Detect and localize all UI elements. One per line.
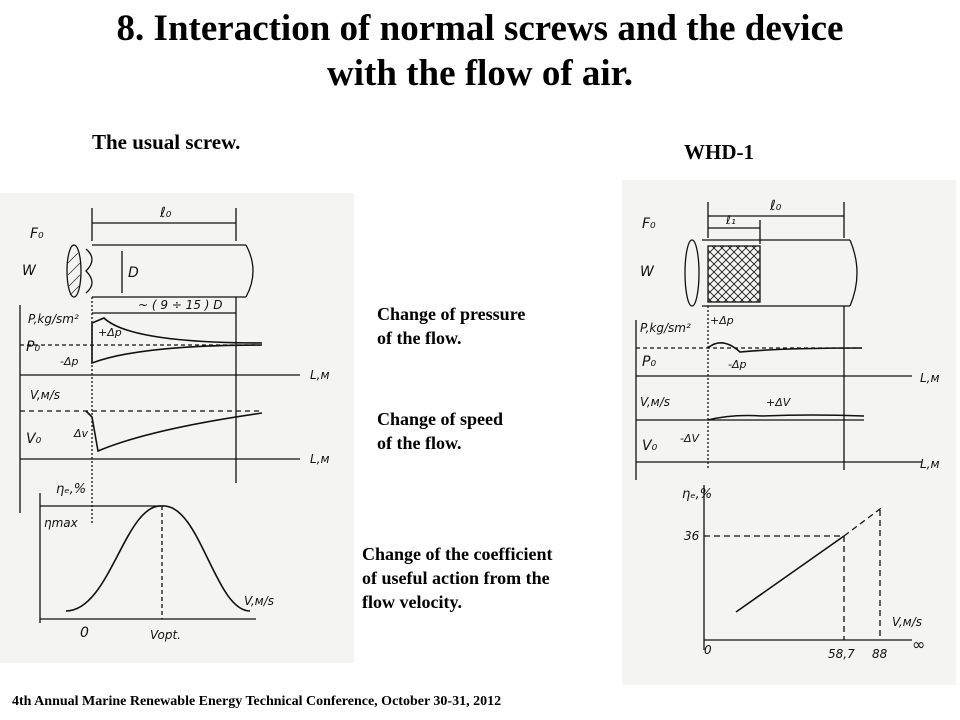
- d-label: D: [128, 265, 139, 281]
- pipe-right-end: [849, 239, 858, 307]
- origin-label: 0: [80, 625, 89, 641]
- pipe-right-end: [245, 244, 254, 298]
- pressure-axis-label: P,kg/sm²: [28, 312, 79, 326]
- note-speed-line1: Change of speed: [377, 409, 504, 429]
- note-pressure-line1: Change of pressure: [377, 304, 526, 324]
- note-coef-line2: of useful action from the: [362, 568, 550, 588]
- v-axis-label: V,м/s: [892, 615, 922, 629]
- usual-screw-svg: ℓ₀ F₀ W D ~ ( 9 ÷ 15 ) D P,kg/sm² +Δp -Δ…: [19, 205, 330, 642]
- eta-max-label: ηmax: [44, 516, 79, 530]
- pressure-curve: [91, 317, 263, 345]
- note-pressure-line2: of the flow.: [377, 328, 462, 348]
- p0-label: P₀: [26, 339, 40, 355]
- f0-label: F₀: [642, 216, 656, 232]
- minus-dv-label: -ΔV: [680, 432, 700, 445]
- tick-36-label: 36: [684, 529, 700, 543]
- efficiency-extension: [843, 505, 885, 537]
- minus-dp-label: -Δp: [728, 358, 746, 371]
- pipe-inlet: [66, 244, 82, 298]
- slide-title-line1: 8. Interaction of normal screws and the …: [116, 8, 844, 49]
- slide-title-line2: with the flow of air.: [327, 53, 633, 94]
- l-axis-label-1: L,м: [310, 368, 330, 382]
- note-coefficient: Change of the coefficient of useful acti…: [362, 542, 552, 614]
- pressure-curve-lower: [91, 344, 263, 365]
- speed-curve: [85, 410, 263, 453]
- l1-label: ℓ₁: [725, 213, 736, 227]
- l-axis-label-2: L,м: [310, 452, 330, 466]
- w-label: W: [22, 263, 37, 279]
- note-speed-line2: of the flow.: [377, 433, 462, 453]
- tick-88-label: 88: [872, 647, 888, 661]
- ratio-label: ~ ( 9 ÷ 15 ) D: [138, 298, 223, 312]
- note-pressure: Change of pressure of the flow.: [377, 302, 525, 350]
- whd1-svg: F₀ W ℓ₁ ℓ₀ P,kg/sm² +Δp -Δp P₀ L,м V,м/s…: [635, 198, 940, 661]
- l-axis-label-2: L,м: [920, 457, 940, 471]
- pressure-curve: [707, 342, 863, 353]
- right-label: WHD-1: [684, 140, 754, 164]
- dv-label: Δv: [73, 427, 89, 440]
- minus-dp-label: -Δp: [60, 355, 78, 368]
- eta-axis-label: ηₑ,%: [56, 482, 86, 497]
- device-mesh-block: [707, 245, 761, 303]
- speed-axis-label: V,м/s: [640, 395, 670, 409]
- speed-curve: [707, 414, 865, 421]
- left-label: The usual screw.: [92, 130, 241, 154]
- v-axis-label: V,м/s: [244, 594, 274, 608]
- l-axis-label-1: L,м: [920, 371, 940, 385]
- whd1-diagram: F₀ W ℓ₁ ℓ₀ P,kg/sm² +Δp -Δp P₀ L,м V,м/s…: [622, 180, 956, 685]
- efficiency-line: [735, 535, 845, 613]
- plus-dp-label: +Δp: [98, 326, 122, 339]
- note-speed: Change of speed of the flow.: [377, 407, 503, 455]
- conference-footer: 4th Annual Marine Renewable Energy Techn…: [12, 694, 502, 709]
- pressure-axis-label: P,kg/sm²: [640, 321, 691, 335]
- plus-dv-label: +ΔV: [766, 396, 792, 409]
- origin-label: 0: [704, 643, 712, 657]
- pipe-inlet: [684, 239, 700, 307]
- v0-label: V₀: [26, 431, 42, 447]
- w-label: W: [640, 264, 655, 280]
- tick-587-label: 58,7: [828, 647, 855, 661]
- propeller-icon: [85, 248, 93, 294]
- note-coef-line1: Change of the coefficient: [362, 544, 553, 564]
- v0-label: V₀: [642, 438, 658, 454]
- l0-label: ℓ₀: [769, 198, 782, 214]
- plus-dp-label: +Δp: [710, 314, 734, 327]
- eta-axis-label: ηₑ,%: [682, 487, 712, 502]
- speed-axis-label: V,м/s: [30, 388, 60, 402]
- p0-label: P₀: [642, 354, 656, 370]
- l0-label: ℓ₀: [159, 205, 172, 221]
- note-coef-line3: flow velocity.: [362, 592, 462, 612]
- infinity-label: ∞: [912, 635, 925, 654]
- slide-title: 8. Interaction of normal screws and the …: [0, 6, 960, 96]
- efficiency-bell-curve: [65, 505, 251, 612]
- v-opt-label: Vopt.: [150, 628, 181, 642]
- f0-label: F₀: [30, 226, 44, 242]
- inlet-hatch: [67, 252, 81, 296]
- usual-screw-diagram: ℓ₀ F₀ W D ~ ( 9 ÷ 15 ) D P,kg/sm² +Δp -Δ…: [0, 193, 354, 663]
